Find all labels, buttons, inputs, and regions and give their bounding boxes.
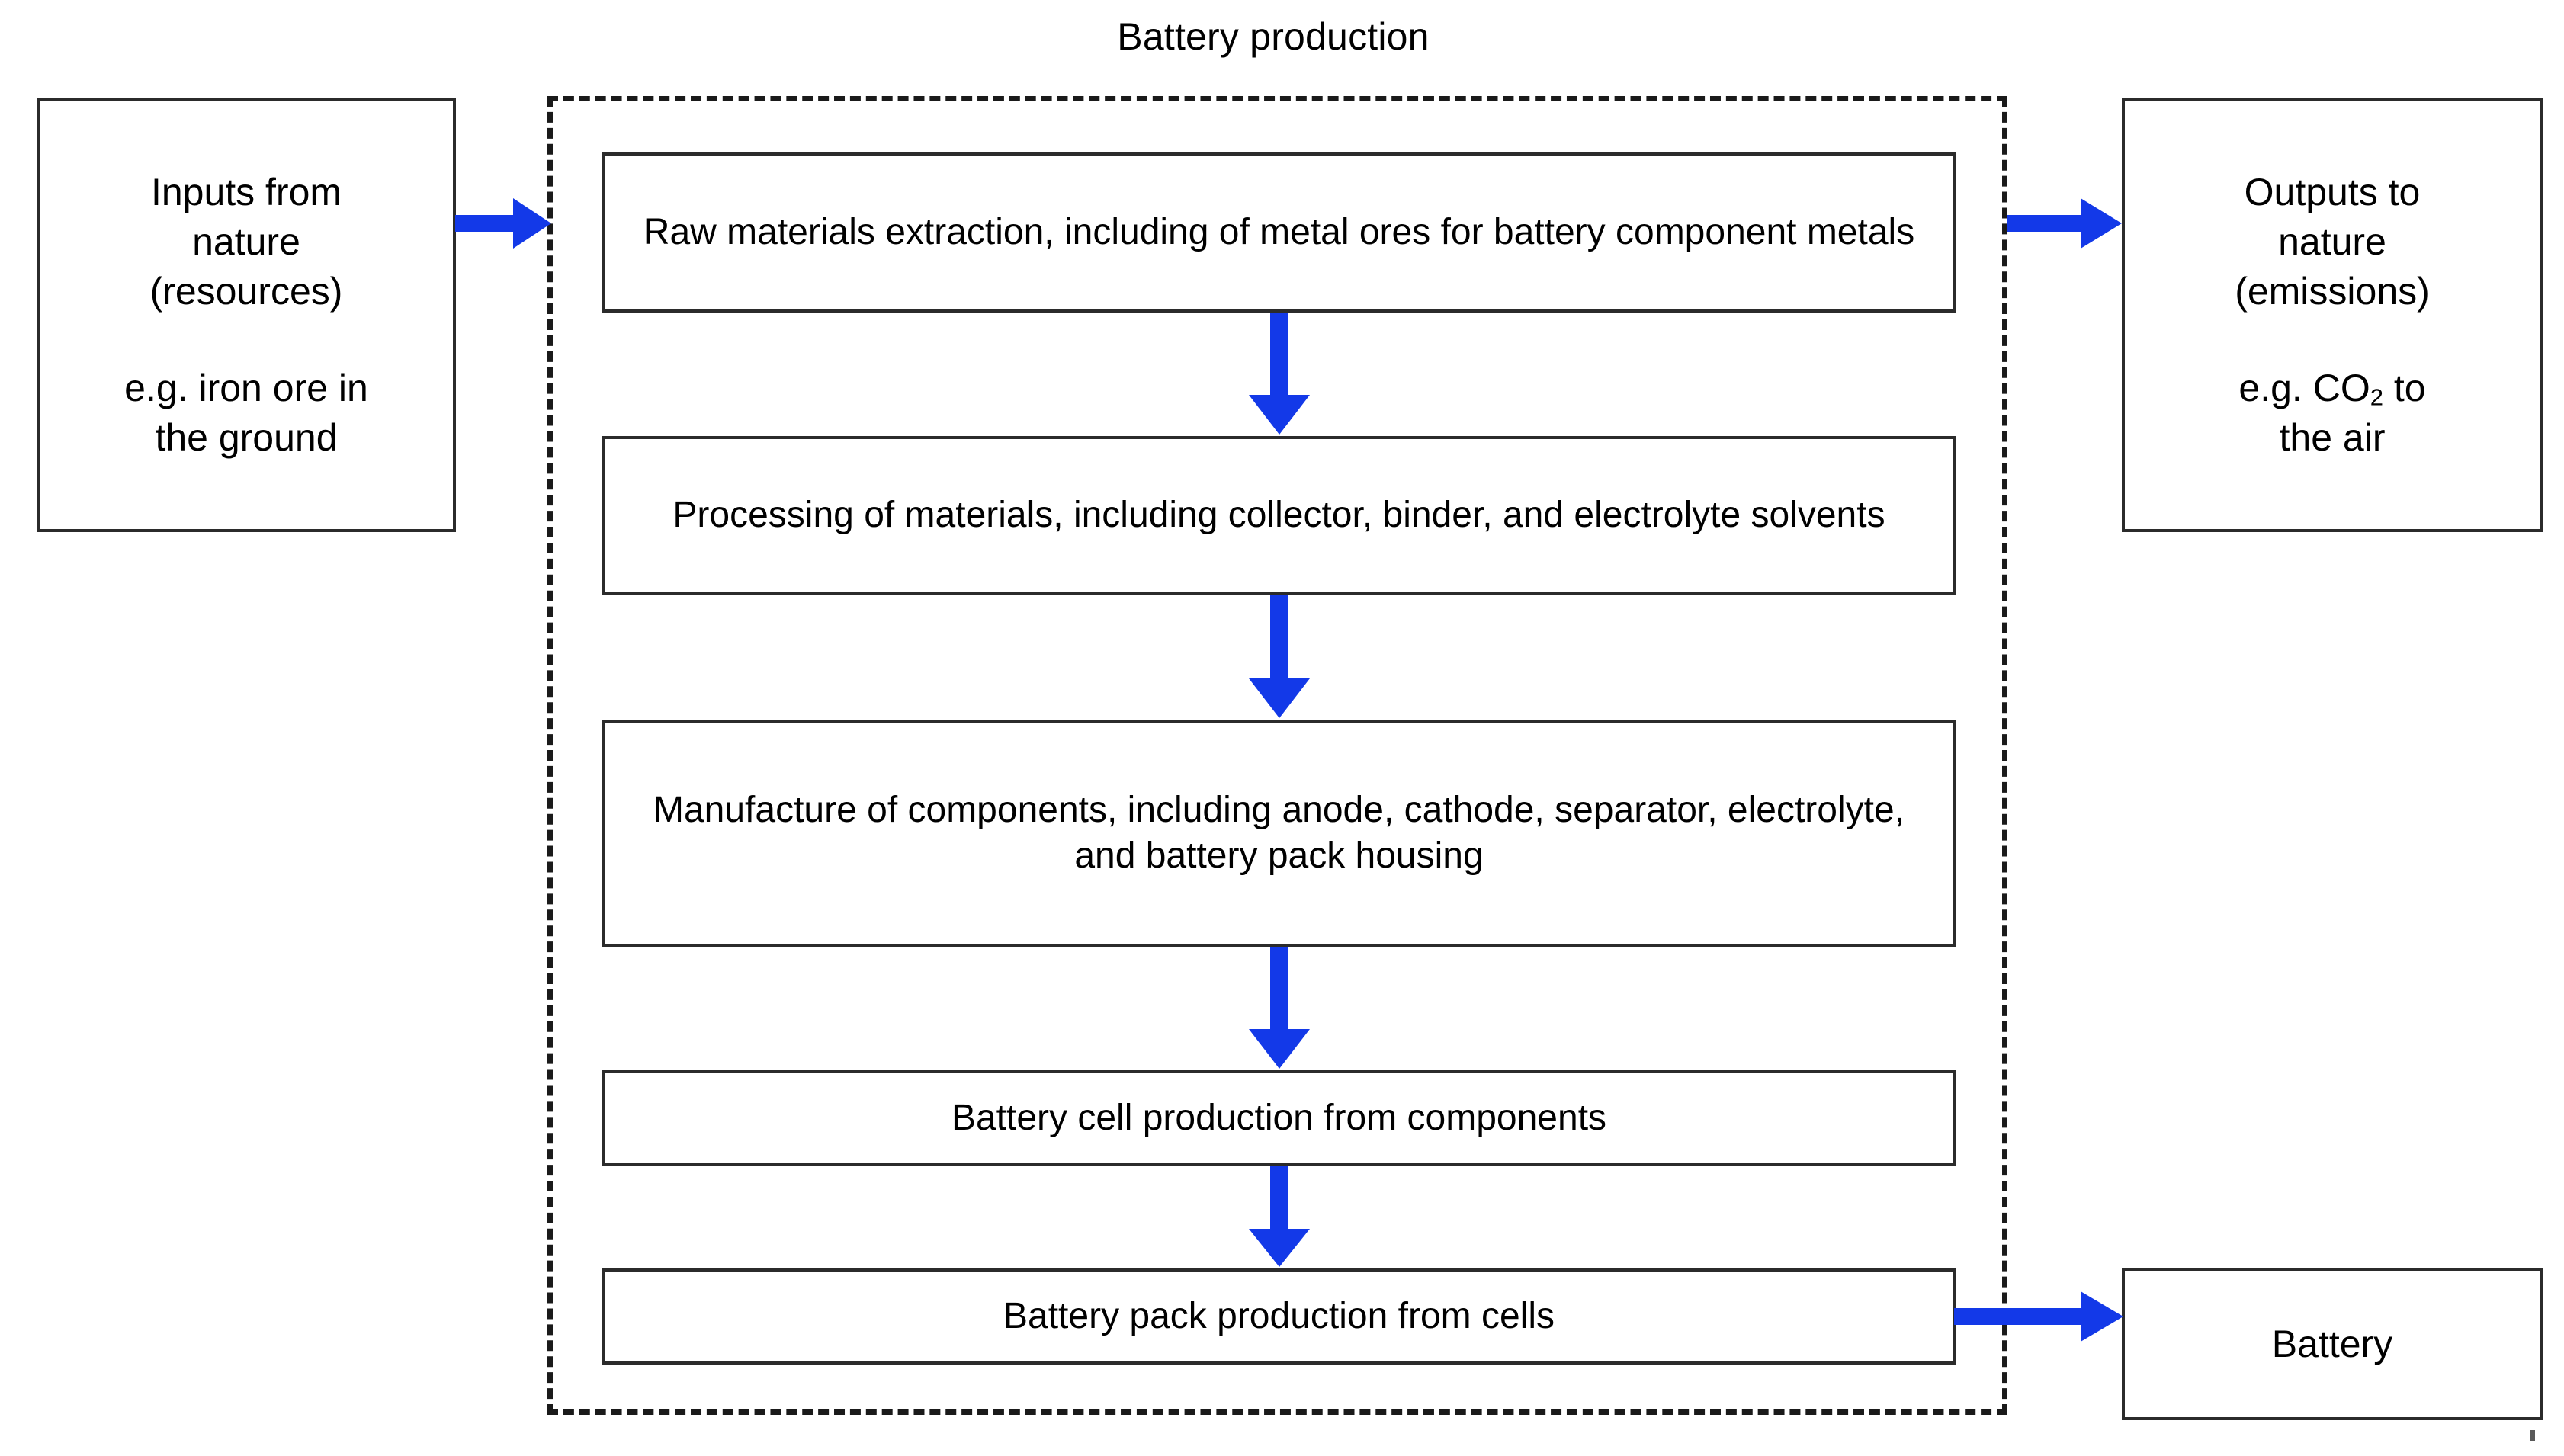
inputs-line-1: Inputs from <box>150 170 342 213</box>
inputs-spacer <box>53 316 439 364</box>
process-step-4-label: Battery cell production from components <box>951 1097 1607 1138</box>
arrow-step2-to-step3-icon <box>1247 595 1311 720</box>
outputs-example-subscript: 2 <box>2370 383 2383 411</box>
arrow-step4-to-step5-icon <box>1247 1166 1311 1268</box>
process-step-battery-cell-production: Battery cell production from components <box>602 1070 1956 1166</box>
outputs-line-1: Outputs to <box>2244 170 2421 213</box>
outputs-spacer <box>2139 316 2526 364</box>
outputs-example-pre: e.g. CO <box>2238 366 2370 409</box>
inputs-line-3: (resources) <box>149 269 343 313</box>
outputs-example-line-2: the air <box>2279 415 2386 459</box>
process-step-3-label: Manufacture of components, including ano… <box>653 789 1905 876</box>
arrow-step1-to-step2-icon <box>1247 313 1311 436</box>
process-step-processing-of-materials: Processing of materials, including colle… <box>602 436 1956 595</box>
inputs-from-nature-box: Inputs from nature (resources) e.g. iron… <box>37 98 456 532</box>
inputs-example-line-1: e.g. iron ore in <box>124 366 368 409</box>
process-step-1-label: Raw materials extraction, including of m… <box>643 211 1915 252</box>
arrow-step3-to-step4-icon <box>1247 947 1311 1070</box>
inputs-example-line-2: the ground <box>155 415 338 459</box>
battery-product-label: Battery <box>2271 1322 2393 1365</box>
process-step-raw-materials-extraction: Raw materials extraction, including of m… <box>602 152 1956 313</box>
page-title: Battery production <box>1117 15 1430 58</box>
battery-product-box: Battery <box>2122 1268 2543 1420</box>
corner-artifact-mark <box>2530 1430 2535 1441</box>
outputs-line-2: nature <box>2278 220 2386 263</box>
process-step-battery-pack-production: Battery pack production from cells <box>602 1268 1956 1365</box>
outputs-example-post: to <box>2383 366 2426 409</box>
arrow-step5-to-battery-icon <box>1954 1285 2125 1348</box>
system-boundary-battery-production <box>547 96 2007 1415</box>
arrow-boundary-to-outputs-icon <box>2007 192 2123 255</box>
process-step-2-label: Processing of materials, including colle… <box>672 494 1885 535</box>
process-step-manufacture-of-components: Manufacture of components, including ano… <box>602 720 1956 947</box>
arrow-inputs-to-boundary-icon <box>455 192 553 255</box>
outputs-line-3: (emissions) <box>2235 269 2430 313</box>
outputs-to-nature-box: Outputs to nature (emissions) e.g. CO2 t… <box>2122 98 2543 532</box>
outputs-example-line-1: e.g. CO2 to <box>2139 364 2526 413</box>
process-step-5-label: Battery pack production from cells <box>1003 1295 1555 1336</box>
inputs-line-2: nature <box>192 220 300 263</box>
